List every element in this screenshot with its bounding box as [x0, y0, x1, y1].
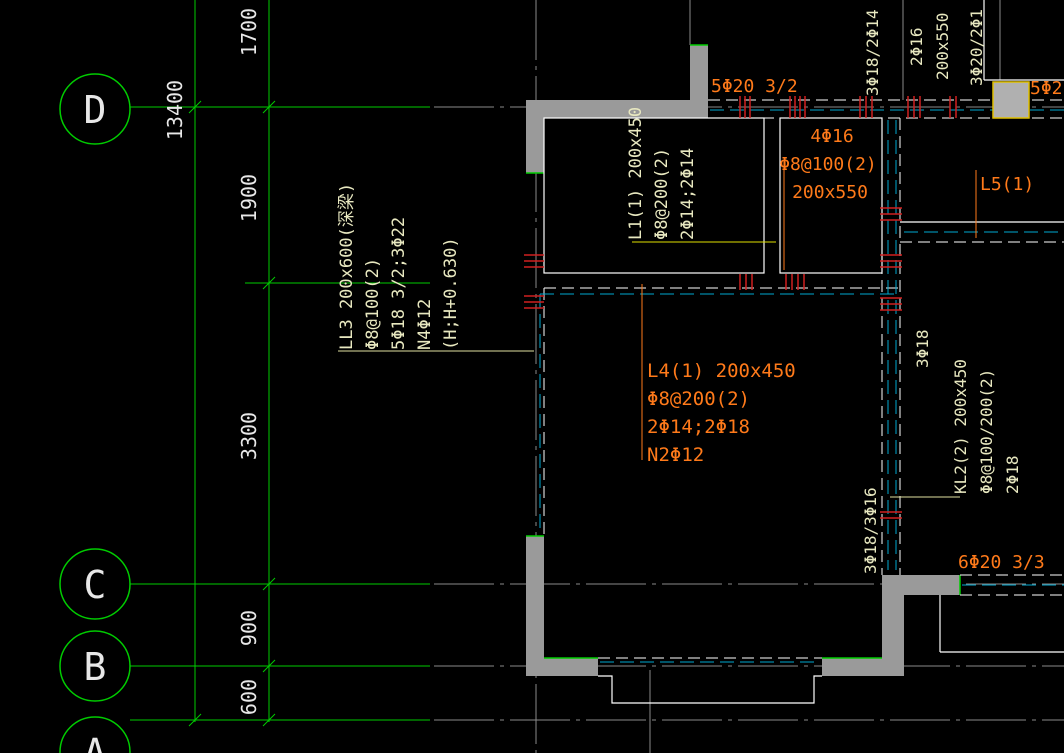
- l4-line-1: Φ8@200(2): [647, 388, 750, 410]
- dim-1700: 1700: [237, 8, 261, 56]
- column-top-right: [992, 81, 1030, 119]
- dimension-lines: [130, 0, 430, 727]
- axis-label-B: B: [84, 645, 107, 689]
- label-5phi20: 5Φ20 3/2: [711, 76, 798, 97]
- axis-bubble-A: A: [59, 716, 131, 753]
- walls: [526, 45, 960, 676]
- dim-600: 600: [237, 679, 261, 715]
- ll3-line-3: N4Φ12: [415, 299, 435, 350]
- label-l5: L5(1): [980, 174, 1034, 195]
- l1-line-0: L1(1) 200x450: [626, 107, 646, 240]
- dim-3300: 3300: [237, 412, 261, 460]
- leader-lines: [338, 160, 977, 498]
- beam-top-mid-0: 4Φ16: [810, 126, 853, 147]
- dim-1900: 1900: [237, 174, 261, 222]
- beam-outlines: [543, 0, 1064, 704]
- axis-bubble-B: B: [59, 630, 131, 702]
- cyan-centerlines: [539, 109, 1064, 663]
- axis-bubble-C: C: [59, 548, 131, 620]
- ll3-line-2: 5Φ18 3/2;3Φ22: [389, 217, 409, 350]
- dim-900: 900: [237, 610, 261, 646]
- label-top-right-5phi: 5Φ2: [1030, 78, 1063, 99]
- label-6phi20: 6Φ20 3/3: [958, 552, 1045, 573]
- l1-line-1: Φ8@200(2): [652, 148, 672, 240]
- axis-label-D: D: [84, 88, 107, 132]
- axis-bubble-D: D: [59, 73, 131, 145]
- l4-line-3: N2Φ12: [647, 444, 704, 466]
- kl2-line-1: Φ8@100/200(2): [977, 369, 996, 494]
- l4-line-0: L4(1) 200x450: [647, 360, 796, 382]
- ll3-line-1: Φ8@100(2): [363, 258, 383, 350]
- label-2phi16: 2Φ16: [907, 27, 926, 66]
- label-3phi20-2phi: 3Φ20/2Φ1: [967, 9, 986, 86]
- axis-label-A: A: [84, 731, 107, 753]
- label-200x550-top: 200x550: [933, 13, 952, 80]
- kl2-line-0: KL2(2) 200x450: [951, 359, 970, 494]
- label-3phi18-3phi16: 3Φ18/3Φ16: [861, 487, 880, 574]
- kl2-line-2: 2Φ18: [1003, 455, 1022, 494]
- label-3phi18-2phi14: 3Φ18/2Φ14: [863, 9, 882, 96]
- axis-label-C: C: [84, 563, 107, 607]
- l4-line-2: 2Φ14;2Φ18: [647, 416, 750, 438]
- ll3-line-4: (H;H+0.630): [441, 237, 461, 350]
- rebar-marks: [524, 96, 957, 519]
- beam-top-mid-2: 200x550: [792, 182, 868, 203]
- ll3-line-0: LL3 200x600(深梁): [337, 183, 357, 350]
- dim-total: 13400: [163, 80, 187, 140]
- beam-top-mid-1: Φ8@100(2): [779, 154, 877, 175]
- l1-line-2: 2Φ14;2Φ14: [678, 148, 698, 240]
- label-3phi18-right: 3Φ18: [913, 329, 932, 368]
